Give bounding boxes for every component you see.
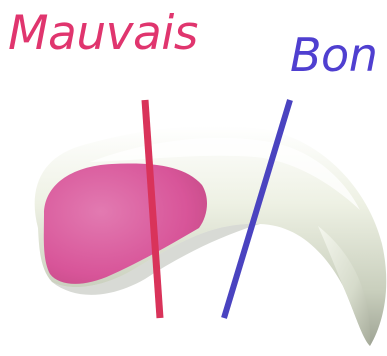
nail-quick xyxy=(44,163,207,283)
